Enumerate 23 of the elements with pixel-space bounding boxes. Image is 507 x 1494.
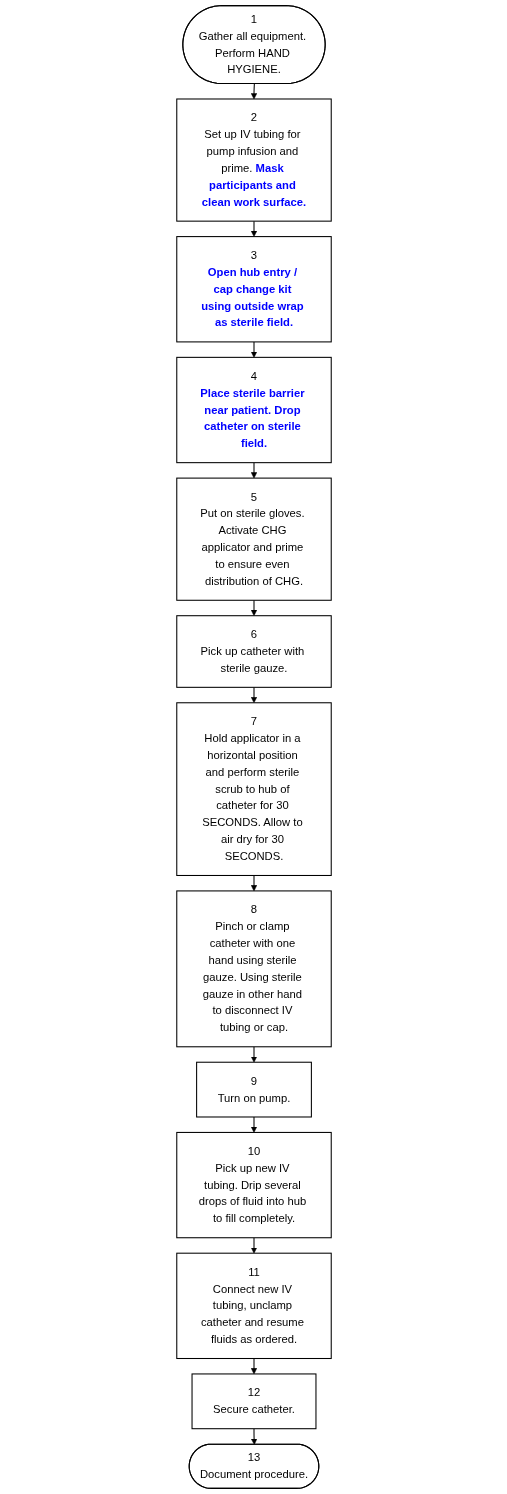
node-box: 12 Secure catheter. [191, 1373, 316, 1430]
arrow [250, 599, 257, 616]
arrow [250, 1357, 257, 1375]
arrow [250, 1046, 257, 1063]
node-box: 10 Pick up new IV tubing. Drip several drops of fluid into hub to fill completely. [175, 1131, 332, 1239]
arrow [250, 220, 257, 237]
arrow [250, 462, 257, 479]
node-box: 7 Hold applicator in a horizontal position and perform sterile scrub to hub of catheter for 30 SECONDS. Allow to air dry for 30 SECONDS. [175, 702, 332, 876]
arrow [250, 1237, 257, 1254]
arrow [250, 341, 257, 358]
node-box: 8 Pinch or clamp catheter with one hand using sterile gauze. Using sterile gauze in other hand to disconnect IV tubing or cap. [175, 890, 332, 1048]
node-box: 6 Pick up catheter with sterile gauze. [175, 615, 332, 688]
arrow [250, 1116, 257, 1133]
node-box: 11 Connect new IV tubing, unclamp catheter and resume fluids as ordered. [175, 1252, 332, 1360]
arrow [250, 1428, 257, 1445]
node-box: 5 Put on sterile gloves. Activate CHG applicator and prime to ensure even distribution of CHG. [175, 477, 332, 601]
arrow [250, 686, 257, 704]
node-box: 9 Turn on pump. [195, 1061, 312, 1118]
node-box: 4 Place sterile barrier near patient. Drop catheter on sterile field. [175, 356, 332, 464]
arrow [250, 874, 257, 892]
node-box: 2 Set up IV tubing for pump infusion and prime. Mask participants and clean work surface. [175, 98, 332, 222]
node-box: 3 Open hub entry / cap change kit using outside wrap as sterile field. [175, 236, 332, 343]
arrow [250, 83, 257, 100]
